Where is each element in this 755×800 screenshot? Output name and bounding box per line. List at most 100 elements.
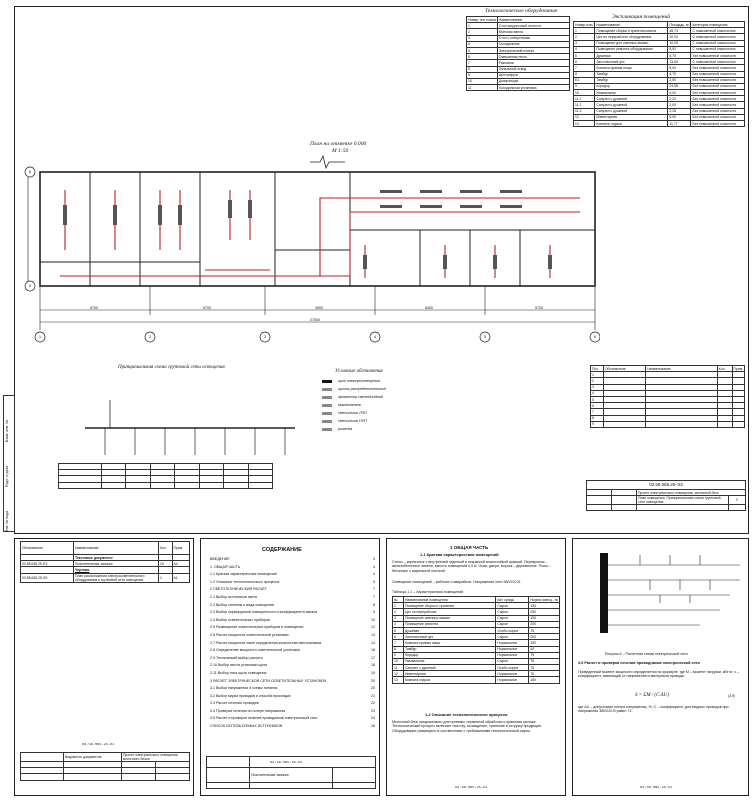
legend-item: выключатель [322,402,442,410]
text-para2: Освещение помещений – рабочее и аварийно… [392,580,521,584]
toc-item-page: 24 [371,716,375,721]
toc-item-page: 19 [371,670,375,675]
toc-item-page: 9 [373,610,375,615]
spec-cell [602,420,647,428]
spec-cell [731,420,745,428]
doclist-row2-code: 03.58.065.25-ЭЗ [20,572,74,583]
legend-label: светильник ЛПО [338,411,367,415]
legend-item: светильник НПП [322,418,442,426]
legend-symbol-icon [322,420,332,423]
toc-item-page: 7 [373,594,375,599]
dim-5: 5700 [535,306,543,310]
legend-item: светильник ЛПО [322,410,442,418]
plan-scale: М 1:50 [332,148,349,154]
toc-item-page: 7 [373,587,375,592]
rooms-title: Экспликация помещений [612,14,671,20]
toc-item: 3.5 Расчет и проверка сечения проводнико… [210,716,375,724]
side-label-sign: Подп. и дата [4,466,9,488]
spec-cell [716,420,733,428]
text-table-cell: 150 [528,676,560,684]
toc-stamp: Пояснительная записка [206,756,376,790]
toc-item-page: 26 [371,724,375,729]
toc-stamp-title: Пояснительная записка [249,767,333,783]
doclist-row2-name: План расположения электроосветительного … [73,572,159,583]
toc-item-title: 3 РАСЧЕТ ЭЛЕКТРИЧЕСКОЙ СЕТИ ОСВЕТИТЕЛЬНЫ… [210,678,327,683]
toc-item: 2.8 Определение мощности осветительной у… [210,648,375,656]
floor-plan [24,154,600,343]
toc-item-title: 1.1 Краткая характеристика помещений [210,572,277,577]
main-stamp-project: Проект электрического освещения, молочны… [636,488,746,497]
toc-item-title: 3.3 Расчет сечения проводов [210,701,259,706]
text-stamp-code: 03.58.065.25-ПЗ [455,786,488,790]
axis-col-4: 4 [374,335,376,339]
calc-stamp-code: 03.58.065.25-ПЗ [640,786,673,790]
main-stamp-code: 03.58.065.25-ЭЗ [586,480,746,490]
spec-cell [645,420,718,428]
dim-1: 5700 [90,306,98,310]
toc-item-page: 13 [371,632,375,637]
toc-item: 1.2 Описание технологического процесса 5 [210,580,375,588]
calc-formula-no: (3.5) [728,694,736,698]
calc-heading: 3.5 Расчет и проверка сечения проводнико… [578,661,700,665]
text-h3: 1.2 Описание технологического процесса [425,712,508,717]
toc-item: 3.2 Выбор марки проводов и способа прокл… [210,694,375,702]
toc-item: 2.7 Расчет мощности ламп определения кол… [210,641,375,649]
toc-item-page: 4 [373,564,375,569]
legend-title: Условные обозначения [335,369,383,374]
axis-row-a: А [29,284,32,288]
legend-label: щит электроосвещения [338,379,380,383]
doclist-stamp-title: Ведомость документов [63,752,122,762]
toc-item-page: 20 [371,678,375,683]
main-stamp-sheet-title: План освещения, Принципиальная схема гру… [636,495,729,506]
schema-table [58,462,274,489]
toc-item-title: 2.4 Выбор осветительных приборов [210,617,270,622]
toc-item-title: 3.1 Выбор напряжения и схемы питания [210,686,278,691]
sheet-toc [200,538,380,796]
legend-label: выключатель [338,403,362,407]
legend-label: светильник НПП [338,419,367,423]
legend-symbol-icon [322,396,332,399]
doclist-h-qty: Кол. [158,541,173,555]
legend-symbol-icon [322,428,332,431]
toc-item-title: 2.9 Технический выбор расчета [210,655,263,660]
legend-label: розетка [338,427,353,431]
toc-item-page: 8 [373,602,375,607]
doclist-header: Обозначение Наименование Кол. Прим. Текс… [20,541,191,583]
toc-item: 2.6 Расчет мощности осветительной устано… [210,633,375,641]
binding-strip [3,395,15,532]
toc-item-title: 2.1 Выбор источников света [210,594,257,599]
axis-col-6: 6 [594,335,596,339]
toc-item-page: 14 [371,640,375,645]
plan-title: План на отметке 0.000 [310,141,367,147]
text-table-caption: Таблица 1.1 – Характеристика помещений [392,590,464,594]
toc-item-title: 1.2 Описание технологического процесса [210,579,280,584]
equipment-cell: 11 [466,84,498,92]
toc-item-title: 3.2 Выбор марки проводов и способа прокл… [210,693,291,698]
toc-item-page: 5 [373,579,375,584]
text-para1: Стены – кирпичные с внутренней отделкой … [392,560,551,573]
toc-item-title: 2.8 Определение мощности осветительной у… [210,648,300,653]
axis-col-2: 2 [149,335,151,339]
equipment-title: Технологическое оборудование [485,8,558,14]
toc-item-page: 21 [371,693,375,698]
doclist-h-name: Наименование [73,541,159,555]
calc-figure-caption: Рисунок 6 – Расчетная схема электрическо… [605,652,688,656]
spec-row: 9 [590,420,745,428]
axis-row-b: Б [29,170,32,174]
legend-item: щиток распределительный [322,386,442,394]
